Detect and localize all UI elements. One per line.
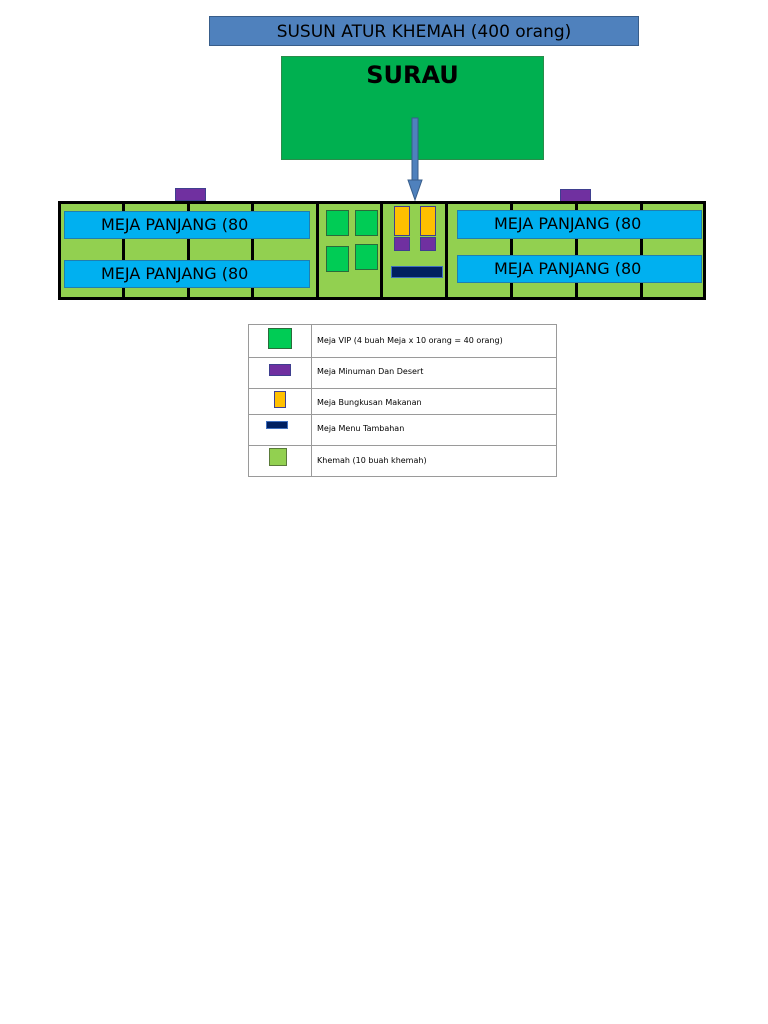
legend-label: Meja Minuman Dan Desert xyxy=(317,367,424,376)
legend-table: Meja VIP (4 buah Meja x 10 orang = 40 or… xyxy=(248,324,557,477)
vip-table-icon xyxy=(268,328,292,349)
tent-divider xyxy=(251,288,254,298)
legend-row: Meja Menu Tambahan xyxy=(249,414,556,446)
tent-divider xyxy=(122,239,125,260)
vip-table xyxy=(326,210,349,236)
tent-divider xyxy=(445,201,448,300)
long-table-left-bottom: MEJA PANJANG (80 xyxy=(64,260,310,288)
drink-table-icon xyxy=(269,364,291,376)
legend-label: Khemah (10 buah khemah) xyxy=(317,456,427,465)
tent-divider xyxy=(122,204,125,212)
surau-label: SURAU xyxy=(366,61,459,89)
tent-divider xyxy=(251,204,254,212)
down-arrow-icon xyxy=(407,117,423,202)
drink-table xyxy=(420,237,436,251)
tent-divider xyxy=(122,288,125,298)
tent-divider xyxy=(640,283,643,298)
tent-divider xyxy=(510,239,513,255)
legend-row: Meja Bungkusan Makanan xyxy=(249,388,556,415)
tent-divider xyxy=(251,239,254,260)
vip-table xyxy=(355,244,378,270)
legend-row: Khemah (10 buah khemah) xyxy=(249,445,556,476)
vip-table xyxy=(326,246,349,272)
food-pack-table xyxy=(420,206,436,236)
tent-divider xyxy=(575,204,578,212)
tent-divider xyxy=(380,201,383,300)
food-pack-table-icon xyxy=(274,391,286,408)
drink-table xyxy=(394,237,410,251)
tent-divider xyxy=(187,239,190,260)
tent-divider xyxy=(187,288,190,298)
long-table-right-top: MEJA PANJANG (80 xyxy=(457,210,702,239)
extra-menu-table-icon xyxy=(266,421,288,429)
food-pack-table xyxy=(394,206,410,236)
tent-divider xyxy=(640,204,643,212)
long-table-right-bottom: MEJA PANJANG (80 xyxy=(457,255,702,283)
legend-row: Meja VIP (4 buah Meja x 10 orang = 40 or… xyxy=(249,325,556,358)
legend-row: Meja Minuman Dan Desert xyxy=(249,357,556,389)
legend-column-divider xyxy=(311,325,312,476)
tent-divider xyxy=(575,239,578,255)
diagram-title: SUSUN ATUR KHEMAH (400 orang) xyxy=(209,16,639,46)
long-table-left-top: MEJA PANJANG (80 xyxy=(64,211,310,239)
legend-label: Meja Menu Tambahan xyxy=(317,424,405,433)
tent-divider xyxy=(510,204,513,212)
extra-menu-table xyxy=(391,266,443,278)
tent-divider xyxy=(510,283,513,298)
tent-divider xyxy=(187,204,190,212)
legend-label: Meja VIP (4 buah Meja x 10 orang = 40 or… xyxy=(317,336,503,345)
tent-divider xyxy=(316,201,319,300)
drink-table-left xyxy=(175,188,206,201)
legend-label: Meja Bungkusan Makanan xyxy=(317,398,422,407)
tent-icon xyxy=(269,448,287,466)
tent-divider xyxy=(640,239,643,255)
tent-divider xyxy=(575,283,578,298)
vip-table xyxy=(355,210,378,236)
